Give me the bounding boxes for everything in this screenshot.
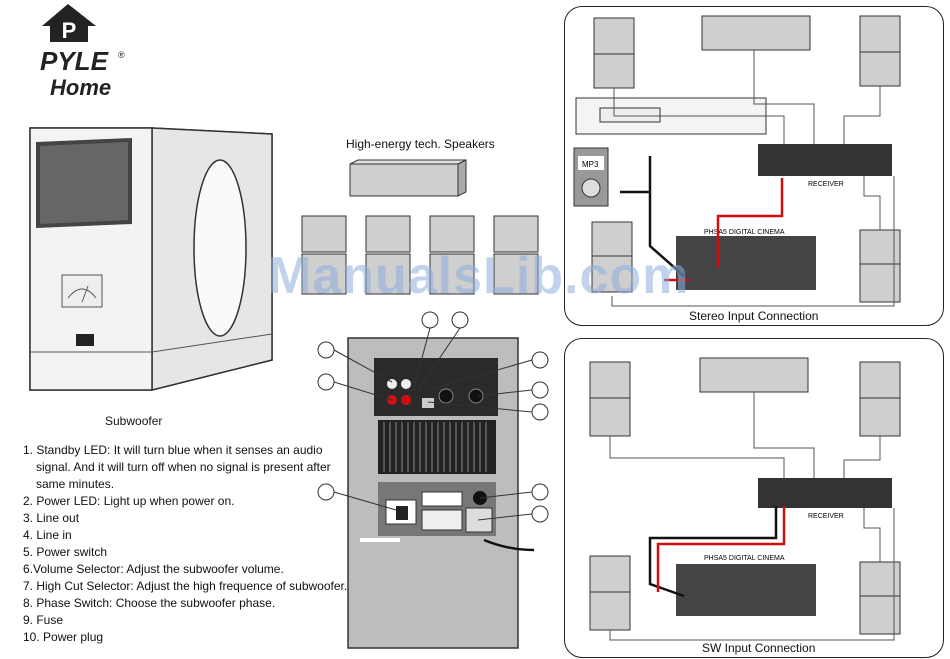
svg-text:MP3: MP3 xyxy=(582,160,599,169)
svg-text:PHSA5 DIGITAL CINEMA: PHSA5 DIGITAL CINEMA xyxy=(704,555,785,562)
feature-list: 1. Standby LED: It will turn blue when i… xyxy=(23,442,353,646)
svg-text:PHSA5 DIGITAL CINEMA: PHSA5 DIGITAL CINEMA xyxy=(704,229,785,236)
svg-text:Home: Home xyxy=(50,75,111,100)
satellite-speaker-3 xyxy=(429,215,475,295)
feature-item: 10. Power plug xyxy=(23,630,104,644)
feature-item: 6.Volume Selector: Adjust the subwoofer … xyxy=(23,562,284,576)
stereo-connection-caption: Stereo Input Connection xyxy=(689,309,819,323)
feature-item: 2. Power LED: Light up when power on. xyxy=(23,494,235,508)
feature-item: 8. Phase Switch: Choose the subwoofer ph… xyxy=(23,596,276,610)
feature-item: 9. Fuse xyxy=(23,613,64,627)
subwoofer-caption: Subwoofer xyxy=(105,414,163,428)
feature-item: signal. And it will turn off when no sig… xyxy=(36,460,331,474)
speakers-caption: High-energy tech. Speakers xyxy=(346,137,495,151)
manualslib-watermark: ManualsLib.com xyxy=(268,247,690,305)
feature-item: 1. Standby LED: It will turn blue when i… xyxy=(23,443,323,457)
svg-text:PYLE: PYLE xyxy=(40,46,109,76)
feature-item: same minutes. xyxy=(36,477,115,491)
subwoofer-logo-badge xyxy=(76,334,94,346)
feature-item: 4. Line in xyxy=(23,528,72,542)
satellite-speaker-1 xyxy=(301,215,347,295)
sw-connection-caption: SW Input Connection xyxy=(702,641,816,655)
subwoofer-rear-panel xyxy=(317,311,549,649)
feature-item: 3. Line out xyxy=(23,511,80,525)
satellite-speaker-2 xyxy=(365,215,411,295)
stereo-connection-diagram: RECEIVER MP3 PHSA5 DIGITAL CINEMA xyxy=(573,15,901,307)
center-speaker xyxy=(349,159,467,197)
svg-text:P: P xyxy=(62,18,77,43)
feature-item: 5. Power switch xyxy=(23,545,108,559)
subwoofer-illustration xyxy=(29,127,273,391)
svg-text:RECEIVER: RECEIVER xyxy=(808,513,844,520)
pyle-home-logo: P PYLE ® Home xyxy=(40,4,125,100)
speaker-set-illustration xyxy=(301,159,539,295)
satellite-speaker-4 xyxy=(493,215,539,295)
svg-text:RECEIVER: RECEIVER xyxy=(808,181,844,188)
feature-item: 7. High Cut Selector: Adjust the high fr… xyxy=(23,579,348,593)
sw-connection-diagram: RECEIVER PHSA5 DIGITAL CINEMA xyxy=(589,357,901,641)
svg-text:®: ® xyxy=(118,50,125,60)
